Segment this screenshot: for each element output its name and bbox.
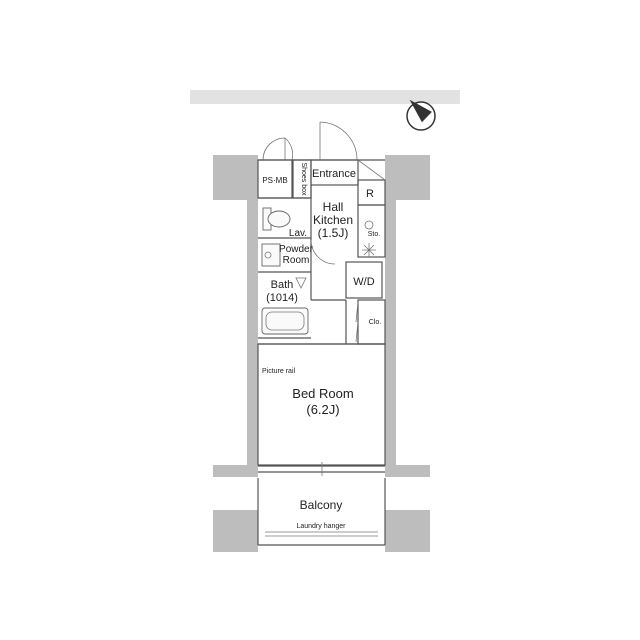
- stove-burner: [362, 220, 376, 257]
- label-washer-dryer: W/D: [353, 276, 374, 288]
- top-strip: [190, 90, 460, 104]
- label-bath-size: (1014): [266, 292, 298, 304]
- balcony-area: [257, 478, 386, 546]
- label-closet: Clo.: [369, 319, 382, 326]
- balcony-window: [258, 462, 385, 476]
- lav-door: [310, 239, 336, 265]
- label-shoes-box: Shoes box: [300, 162, 307, 196]
- label-stove: Sto.: [368, 231, 381, 238]
- label-entrance: Entrance: [312, 168, 356, 180]
- label-lav: Lav.: [289, 228, 307, 239]
- label-powder: Powder: [279, 244, 314, 255]
- label-room: Room: [283, 255, 310, 266]
- column-bottom-left: [213, 510, 258, 552]
- north-arrow-icon: [406, 99, 436, 131]
- wall-left: [247, 195, 258, 473]
- column-top-left: [213, 155, 258, 200]
- label-hall: Hall: [323, 200, 344, 214]
- label-laundry-hanger: Laundry hanger: [296, 523, 346, 530]
- label-ps-mb: PS·MB: [262, 176, 287, 185]
- kitchen-counter: [357, 204, 386, 258]
- bedroom: [257, 343, 386, 466]
- column-bottom-right: [385, 510, 430, 552]
- entrance-door: [319, 121, 358, 161]
- washer-dryer-space: [345, 261, 383, 299]
- label-balcony: Balcony: [300, 498, 343, 512]
- bathtub: [261, 307, 309, 335]
- label-kitchen: Kitchen: [313, 213, 353, 227]
- label-picture-rail: Picture rail: [262, 368, 296, 375]
- wall-top-right-diag: [385, 155, 430, 200]
- entrance-area: [310, 159, 359, 186]
- closet-door: [355, 301, 359, 343]
- wall-bottom-right: [385, 465, 430, 477]
- label-bedroom: Bed Room: [292, 386, 353, 401]
- ps-mb-door: [262, 137, 293, 161]
- powder-room-sink: [261, 243, 281, 267]
- label-bedroom-size: (6.2J): [306, 402, 339, 417]
- toilet-fixture: [262, 207, 291, 231]
- label-refrigerator: R: [366, 188, 374, 200]
- label-bath: Bath: [271, 279, 294, 291]
- wall-right: [385, 195, 396, 473]
- wall-bottom-left: [213, 465, 258, 477]
- label-kitchen-size: (1.5J): [318, 226, 349, 240]
